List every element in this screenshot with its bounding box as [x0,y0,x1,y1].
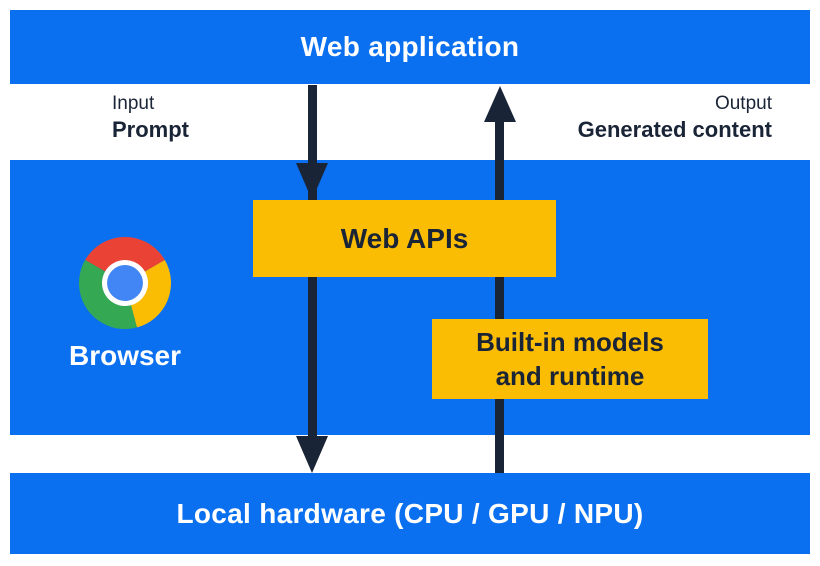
builtin-models-box: Built-in models and runtime [432,319,708,399]
input-title: Input [112,93,155,114]
input-value: Prompt [112,117,189,142]
up-arrowhead-to-web-application-icon [484,86,516,122]
web-apis-label: Web APIs [340,222,469,254]
builtin-models-label-line1: Built-in models [476,327,664,357]
output-value: Generated content [577,117,772,142]
web-application-label: Web application [300,31,520,62]
chrome-logo-blue-center [107,265,143,301]
down-arrowhead-to-web-apis-icon [296,163,328,200]
builtin-models-label-line2: and runtime [495,361,645,391]
web-apis-box: Web APIs [253,200,556,277]
output-annotation: Output Generated content [578,92,772,143]
web-application-bar: Web application [10,10,810,84]
local-hardware-bar: Local hardware (CPU / GPU / NPU) [10,473,810,554]
input-annotation: Input Prompt [112,92,189,143]
local-hardware-label: Local hardware (CPU / GPU / NPU) [176,497,644,529]
chrome-logo-icon [79,237,171,329]
browser-label: Browser [68,340,182,371]
down-arrowhead-to-hardware-icon [296,436,328,473]
output-title: Output [714,93,772,114]
up-arrow-line-icon [495,118,504,473]
